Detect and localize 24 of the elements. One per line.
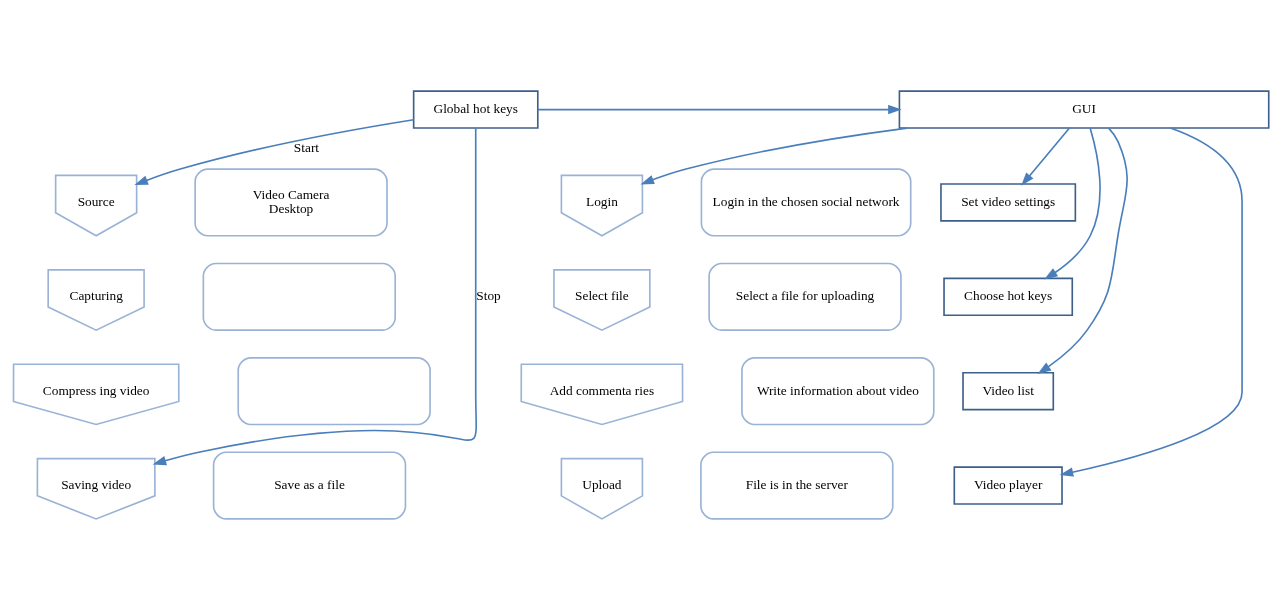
node-box: Login in the chosen social network (700, 168, 912, 237)
arrow (1059, 127, 1243, 477)
arrow (1037, 127, 1128, 374)
node-box: Save as a file (212, 451, 407, 520)
arrow (640, 127, 908, 185)
node-box (237, 357, 431, 426)
arrow (134, 118, 415, 186)
node-box: File is in the server (700, 451, 894, 520)
node-box: Video player (953, 466, 1063, 505)
node-box: Video list (962, 371, 1055, 411)
node-box (202, 262, 396, 331)
arrow (152, 127, 477, 466)
node-box: Write information about video (741, 357, 935, 426)
node-box: Global hot keys (412, 90, 539, 129)
node-box: Set video settings (940, 183, 1077, 222)
node-box: Choose hot keys (943, 277, 1074, 317)
node-box: Video Camera Desktop (194, 168, 388, 237)
arrow (1044, 127, 1101, 280)
edge-label: Start (293, 140, 320, 156)
arrow (1021, 127, 1071, 186)
node-box: Select a file for uploading (708, 262, 902, 331)
arrow (536, 104, 902, 115)
node-box: GUI (898, 90, 1270, 129)
edge-label: Stop (476, 288, 501, 304)
